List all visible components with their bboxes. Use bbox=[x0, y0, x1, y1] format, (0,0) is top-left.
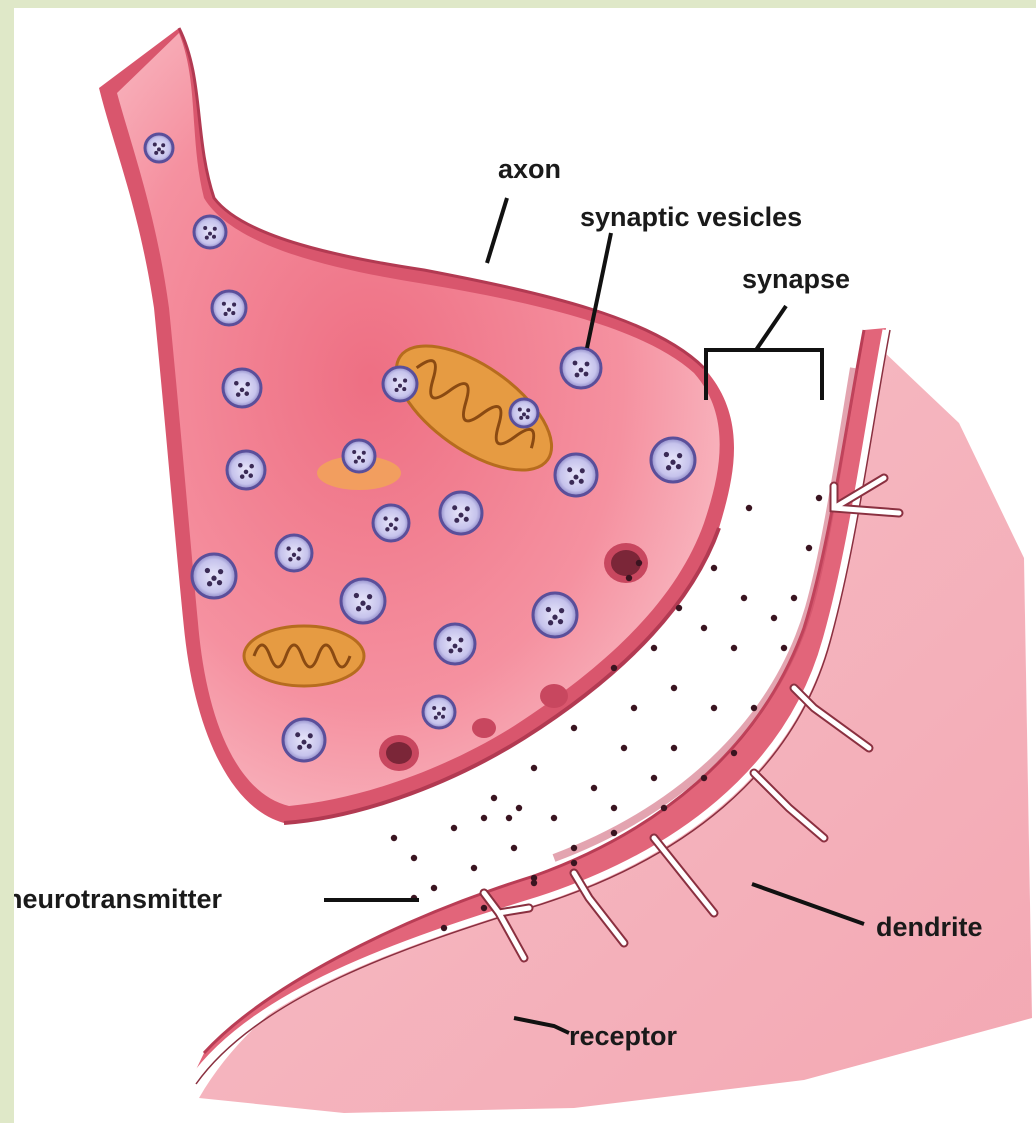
vesicle bbox=[145, 134, 173, 162]
neurotransmitter-dot bbox=[741, 595, 747, 601]
neurotransmitter-dot bbox=[481, 905, 487, 911]
vesicle bbox=[510, 399, 538, 427]
neurotransmitter-dot bbox=[431, 885, 437, 891]
vesicle bbox=[212, 291, 246, 325]
label-receptor: receptor bbox=[569, 1021, 678, 1051]
neurotransmitter-dot bbox=[621, 745, 627, 751]
neurotransmitter-dot bbox=[411, 855, 417, 861]
neurotransmitter-dot bbox=[451, 825, 457, 831]
vesicle bbox=[192, 554, 236, 598]
vesicle bbox=[276, 535, 312, 571]
neurotransmitter-dot bbox=[611, 805, 617, 811]
neurotransmitter-dot bbox=[516, 805, 522, 811]
neurotransmitter-dot bbox=[771, 615, 777, 621]
vesicle bbox=[373, 505, 409, 541]
neurotransmitter-dot bbox=[661, 805, 667, 811]
vesicle bbox=[555, 454, 597, 496]
neurotransmitter-dot bbox=[781, 645, 787, 651]
vesicle bbox=[561, 348, 601, 388]
vesicle bbox=[223, 369, 261, 407]
neurotransmitter-dot bbox=[651, 775, 657, 781]
diagram-canvas: axon synaptic vesicles synapse neurotran… bbox=[14, 8, 1036, 1123]
neurotransmitter-dot bbox=[611, 665, 617, 671]
label-synapse: synapse bbox=[742, 264, 850, 294]
neurotransmitter-dot bbox=[626, 575, 632, 581]
synapse-bracket bbox=[706, 306, 822, 400]
vesicle bbox=[435, 624, 475, 664]
neurotransmitter-dot bbox=[391, 835, 397, 841]
neurotransmitter-dot bbox=[751, 705, 757, 711]
axon-leader bbox=[487, 198, 507, 263]
neurotransmitter-dot bbox=[571, 860, 577, 866]
synapse-diagram: axon synaptic vesicles synapse neurotran… bbox=[14, 8, 1036, 1123]
vesicle bbox=[423, 696, 455, 728]
neurotransmitter-dot bbox=[591, 785, 597, 791]
neurotransmitter-dot bbox=[531, 880, 537, 886]
label-dendrite: dendrite bbox=[876, 912, 983, 942]
neurotransmitter-dot bbox=[711, 565, 717, 571]
neurotransmitter-dot bbox=[631, 705, 637, 711]
neurotransmitter-dot bbox=[611, 830, 617, 836]
neurotransmitter-dot bbox=[506, 815, 512, 821]
neurotransmitter-dot bbox=[731, 750, 737, 756]
neurotransmitter-dot bbox=[471, 865, 477, 871]
neurotransmitter-dot bbox=[816, 495, 822, 501]
neurotransmitter-dot bbox=[571, 725, 577, 731]
neurotransmitter-dot bbox=[571, 845, 577, 851]
vesicle bbox=[343, 440, 375, 472]
neurotransmitter-dot bbox=[511, 845, 517, 851]
vesicle bbox=[341, 579, 385, 623]
neurotransmitter-dot bbox=[636, 560, 642, 566]
label-axon: axon bbox=[498, 154, 561, 184]
neurotransmitter-dot bbox=[651, 645, 657, 651]
mitochondrion bbox=[244, 626, 364, 686]
label-synaptic-vesicles: synaptic vesicles bbox=[580, 202, 802, 232]
vesicle bbox=[283, 719, 325, 761]
neurotransmitter-dot bbox=[671, 685, 677, 691]
neurotransmitter-dot bbox=[746, 505, 752, 511]
neurotransmitter-dot bbox=[701, 775, 707, 781]
neurotransmitter-dot bbox=[806, 545, 812, 551]
neurotransmitter-dot bbox=[676, 605, 682, 611]
neurotransmitter-dot bbox=[701, 625, 707, 631]
neurotransmitter-dot bbox=[551, 815, 557, 821]
vesicle bbox=[651, 438, 695, 482]
label-neurotransmitter: neurotransmitter bbox=[14, 884, 223, 914]
neurotransmitter-dot bbox=[531, 765, 537, 771]
neurotransmitter-dot bbox=[671, 745, 677, 751]
vesicle bbox=[440, 492, 482, 534]
neurotransmitter-dot bbox=[791, 595, 797, 601]
vesicle bbox=[194, 216, 226, 248]
vesicle bbox=[533, 593, 577, 637]
vesicle bbox=[227, 451, 265, 489]
vesicle bbox=[383, 367, 417, 401]
neurotransmitter-dot bbox=[441, 925, 447, 931]
neurotransmitter-dot bbox=[711, 705, 717, 711]
axon-terminal bbox=[99, 28, 734, 823]
neurotransmitter-dot bbox=[481, 815, 487, 821]
neurotransmitter-dot bbox=[491, 795, 497, 801]
neurotransmitter-dot bbox=[731, 645, 737, 651]
